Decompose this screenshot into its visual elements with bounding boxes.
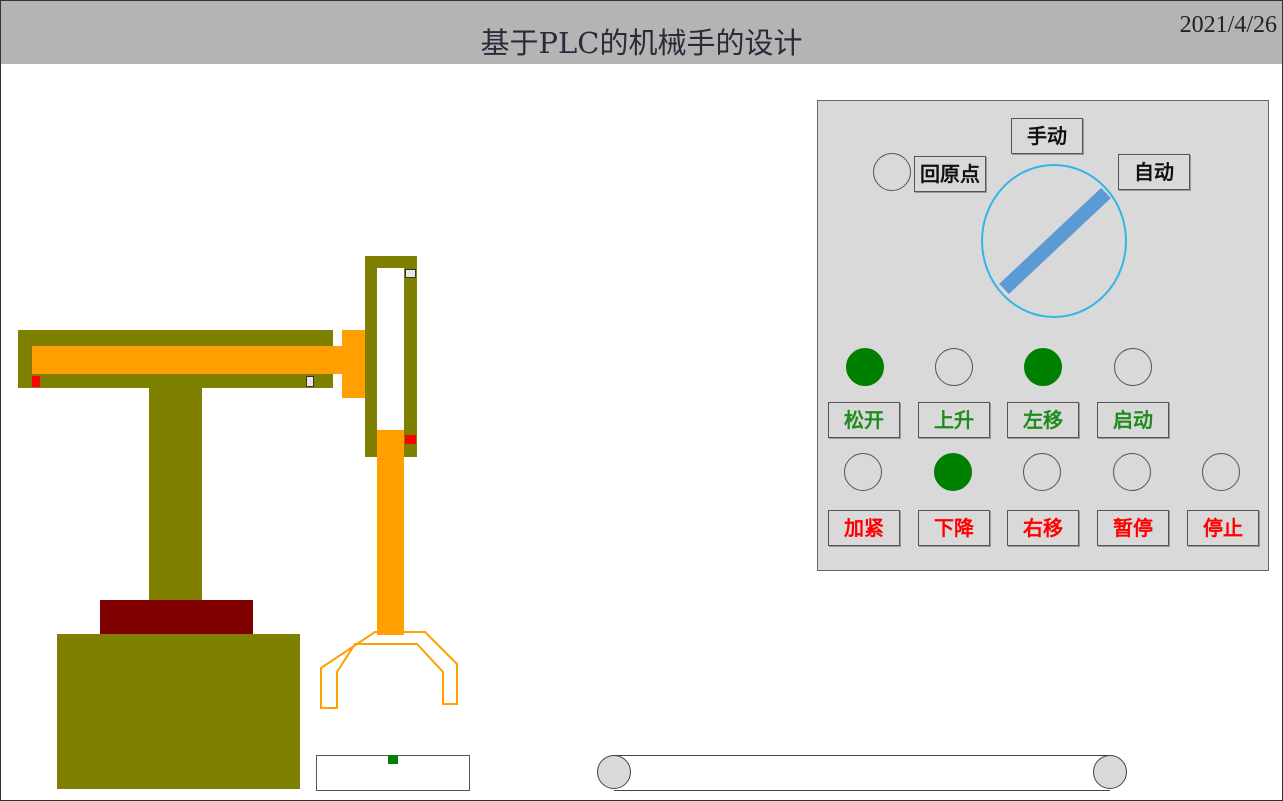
page-title: 基于PLC的机械手的设计	[480, 26, 803, 60]
lower-indicator-lamp	[934, 453, 972, 491]
vertical-arm-rod	[377, 430, 404, 635]
gripper	[320, 631, 458, 709]
move-left-indicator-lamp	[1024, 348, 1062, 386]
title-bar	[1, 1, 1282, 64]
date-display: 2021/4/26	[1179, 12, 1277, 38]
move-right-button[interactable]: 右移	[1007, 510, 1079, 546]
move-left-button[interactable]: 左移	[1007, 402, 1079, 438]
conveyor-right-roller	[1093, 755, 1127, 789]
pause-button[interactable]: 暂停	[1097, 510, 1169, 546]
lower-button[interactable]: 下降	[918, 510, 990, 546]
robot-base-plate	[100, 600, 253, 634]
robot-column	[149, 387, 202, 600]
upper-limit-sensor	[405, 269, 416, 278]
clamp-indicator-lamp	[844, 453, 882, 491]
stop-button[interactable]: 停止	[1187, 510, 1259, 546]
left-limit-sensor	[32, 376, 40, 387]
arm-connector	[342, 330, 365, 398]
release-indicator-lamp	[846, 348, 884, 386]
conveyor-left-roller	[597, 755, 631, 789]
start-button[interactable]: 启动	[1097, 402, 1169, 438]
release-button[interactable]: 松开	[828, 402, 900, 438]
clamp-button[interactable]: 加紧	[828, 510, 900, 546]
raise-button[interactable]: 上升	[918, 402, 990, 438]
mode-selector-switch[interactable]	[978, 163, 1130, 323]
home-indicator-lamp	[873, 153, 911, 191]
manual-mode-button[interactable]: 手动	[1011, 118, 1083, 154]
move-right-indicator-lamp	[1023, 453, 1061, 491]
right-limit-sensor	[306, 376, 314, 387]
raise-indicator-lamp	[935, 348, 973, 386]
horizontal-arm-rod	[32, 346, 342, 374]
stop-indicator-lamp	[1202, 453, 1240, 491]
pause-indicator-lamp	[1113, 453, 1151, 491]
conveyor-belt	[614, 755, 1110, 791]
lower-limit-sensor	[405, 435, 416, 444]
start-indicator-lamp	[1114, 348, 1152, 386]
vertical-arm-slot	[377, 268, 404, 454]
control-panel: 手动 自动 回原点 松开 上升 左移 启动 加紧 下降 右移 暂停 停止	[817, 100, 1269, 571]
home-button[interactable]: 回原点	[914, 156, 986, 192]
workpiece	[388, 755, 398, 764]
auto-mode-button[interactable]: 自动	[1118, 154, 1190, 190]
robot-base	[57, 634, 300, 789]
